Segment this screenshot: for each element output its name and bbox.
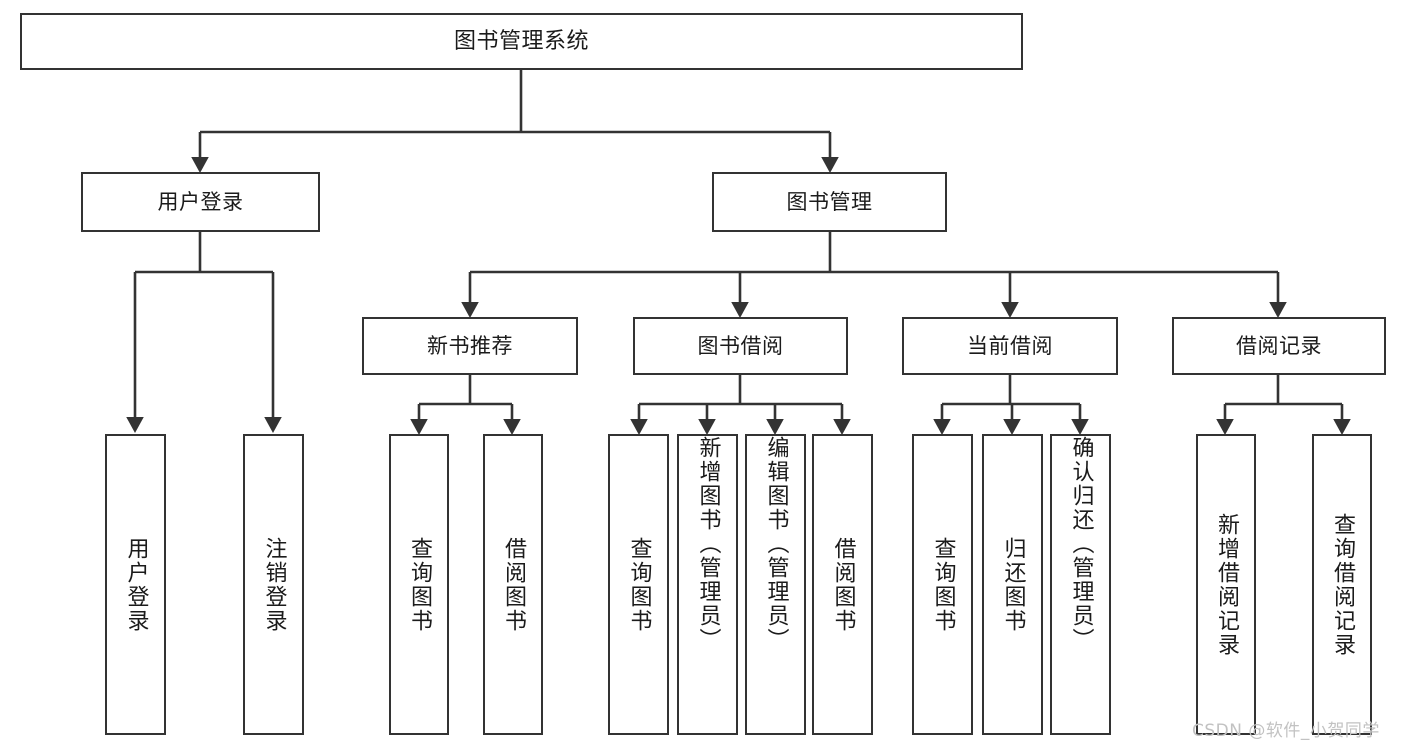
node-leaf-borrow-book-2[interactable]: 借阅图书 bbox=[812, 434, 873, 735]
node-label: 用户登录 bbox=[123, 536, 149, 633]
node-borrow-record[interactable]: 借阅记录 bbox=[1172, 317, 1386, 375]
node-current-borrow[interactable]: 当前借阅 bbox=[902, 317, 1118, 375]
node-leaf-query-borrow-record[interactable]: 查询借阅记录 bbox=[1312, 434, 1372, 735]
node-label: 借阅图书 bbox=[501, 536, 526, 633]
node-leaf-return-book[interactable]: 归还图书 bbox=[982, 434, 1043, 735]
node-new-book-recommend[interactable]: 新书推荐 bbox=[362, 317, 578, 375]
node-label: 查询图书 bbox=[930, 536, 956, 633]
node-label: 新书推荐 bbox=[427, 333, 513, 358]
node-label: 新增借阅记录 bbox=[1214, 512, 1239, 657]
node-label: 确认归还（管理员） bbox=[1068, 436, 1094, 652]
node-label: 查询借阅记录 bbox=[1330, 512, 1355, 657]
node-label: 图书借阅 bbox=[697, 333, 784, 358]
node-label: 归还图书 bbox=[1000, 536, 1026, 633]
node-leaf-user-login[interactable]: 用户登录 bbox=[105, 434, 166, 735]
csdn-watermark: CSDN @软件_小贺同学 bbox=[1192, 721, 1380, 741]
node-book-borrow[interactable]: 图书借阅 bbox=[633, 317, 848, 375]
node-label: 查询图书 bbox=[626, 536, 652, 633]
node-label: 借阅图书 bbox=[830, 536, 856, 633]
node-label: 当前借阅 bbox=[967, 333, 1053, 358]
node-leaf-query-book-2[interactable]: 查询图书 bbox=[608, 434, 669, 735]
node-leaf-query-book-3[interactable]: 查询图书 bbox=[912, 434, 973, 735]
node-leaf-logout-login[interactable]: 注销登录 bbox=[243, 434, 304, 735]
node-leaf-borrow-book-1[interactable]: 借阅图书 bbox=[483, 434, 543, 735]
node-leaf-edit-book[interactable]: 编辑图书（管理员） bbox=[745, 434, 806, 735]
node-label: 新增图书（管理员） bbox=[695, 436, 721, 652]
node-book-management-system[interactable]: 图书管理系统 bbox=[20, 13, 1023, 70]
node-label: 查询图书 bbox=[407, 536, 432, 633]
node-leaf-query-book-1[interactable]: 查询图书 bbox=[389, 434, 449, 735]
node-label: 注销登录 bbox=[261, 536, 287, 633]
node-label: 借阅记录 bbox=[1236, 333, 1322, 358]
node-book-management[interactable]: 图书管理 bbox=[712, 172, 947, 232]
node-label: 图书管理 bbox=[786, 189, 873, 214]
node-label: 用户登录 bbox=[157, 189, 244, 214]
node-label: 图书管理系统 bbox=[453, 28, 589, 54]
node-leaf-add-borrow-record[interactable]: 新增借阅记录 bbox=[1196, 434, 1256, 735]
node-leaf-add-book[interactable]: 新增图书（管理员） bbox=[677, 434, 738, 735]
node-leaf-confirm-return[interactable]: 确认归还（管理员） bbox=[1050, 434, 1111, 735]
node-user-login[interactable]: 用户登录 bbox=[81, 172, 320, 232]
node-label: 编辑图书（管理员） bbox=[763, 436, 789, 652]
